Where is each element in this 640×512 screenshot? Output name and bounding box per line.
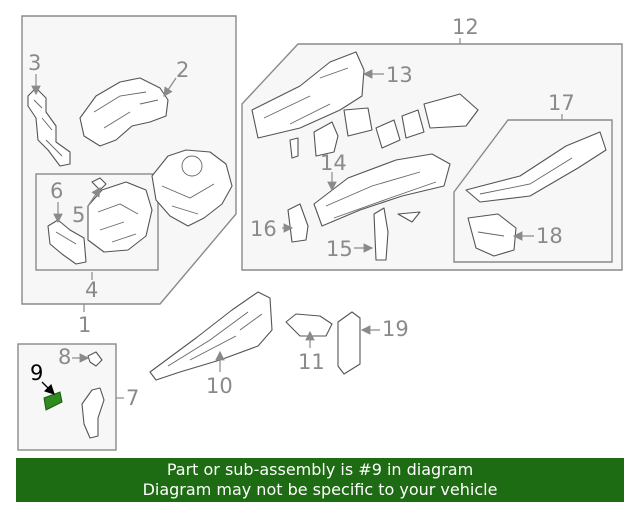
clip-14-drawing [397,211,421,223]
callout-8: 8 [58,345,71,369]
part-3-drawing [27,87,71,167]
callout-11: 11 [298,350,325,374]
info-banner-line-2: Diagram may not be specific to your vehi… [142,480,498,499]
part-12-small-parts [289,93,479,159]
callout-6: 6 [50,179,63,203]
callout-14: 14 [320,151,347,175]
part-17-drawing [465,131,607,203]
part-8-drawing [87,351,103,367]
part-11-drawing [285,313,333,337]
part-18-drawing [467,213,517,257]
callout-1: 1 [78,313,91,337]
part-6-drawing [47,219,87,265]
callout-17: 17 [548,91,575,115]
callout-13: 13 [386,63,413,87]
callout-19: 19 [382,317,409,341]
callout-9: 9 [30,361,43,385]
info-banner: Part or sub-assembly is #9 in diagram Di… [16,458,624,502]
callout-4: 4 [85,278,98,302]
callout-3: 3 [28,51,41,75]
callout-12: 12 [452,15,479,39]
callout-16: 16 [250,217,277,241]
callout-15: 15 [326,237,353,261]
callout-2: 2 [176,58,189,82]
parts-diagram: 1 2 3 4 5 6 7 8 9 10 11 12 13 14 15 16 1… [17,15,623,451]
part-10-drawing [149,291,273,381]
callout-18: 18 [536,224,563,248]
callout-7: 7 [126,386,139,410]
part-15-drawing [373,207,389,261]
callout-10: 10 [206,374,233,398]
part-19-drawing [337,311,361,375]
info-banner-line-1: Part or sub-assembly is #9 in diagram [166,460,474,479]
part-wheelhouse-drawing [151,149,233,227]
part-2-drawing [79,77,169,147]
part-5-drawing [87,181,153,253]
part-13-drawing [251,51,365,139]
part-14-drawing [313,153,451,227]
leader-lines [31,38,563,399]
callout-5: 5 [72,203,85,227]
part-7-drawing [81,387,105,439]
